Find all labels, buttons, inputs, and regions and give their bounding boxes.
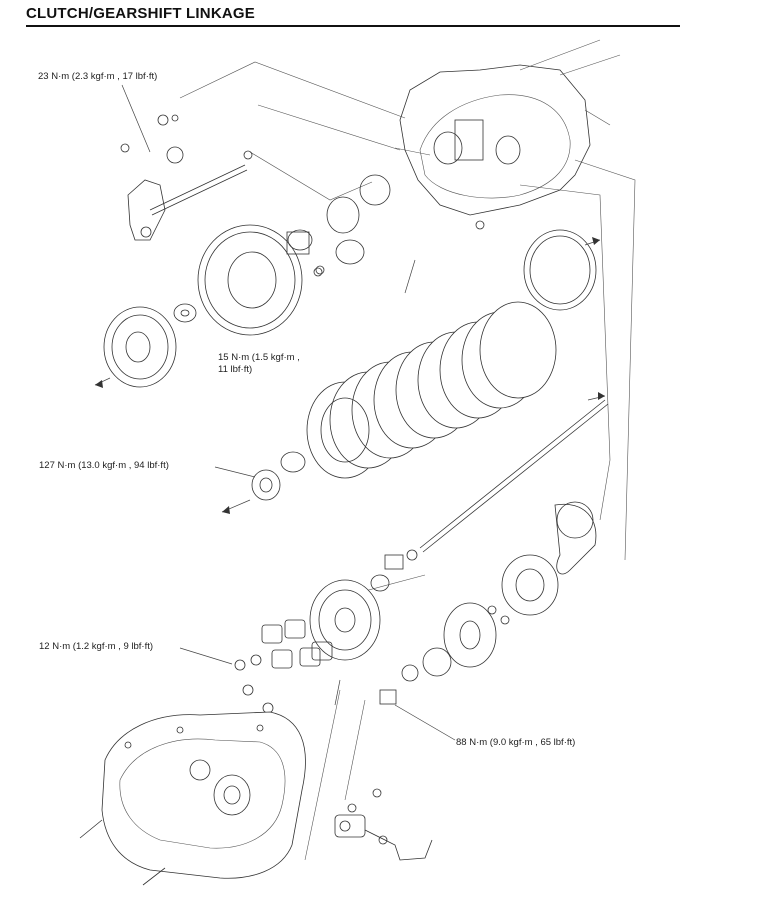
lock-nut bbox=[214, 451, 306, 513]
direction-arrows bbox=[95, 237, 606, 514]
torque-label-shift-plate: 23 N·m (2.3 kgf·m , 17 lbf·ft) bbox=[38, 71, 158, 82]
judder-ring bbox=[523, 229, 601, 311]
crankcase bbox=[399, 39, 621, 230]
shift-spindle bbox=[334, 788, 433, 861]
lifter-rod bbox=[384, 399, 609, 570]
torque-label-clutch-lock-nut: 127 N·m (13.0 kgf·m , 94 lbf·ft) bbox=[39, 460, 169, 471]
clutch-springs bbox=[179, 619, 333, 714]
torque-label-oil-pump-bolt-line2: 11 lbf·ft) bbox=[218, 364, 253, 375]
torque-label-primary-drive-bolt: 88 N·m (9.0 kgf·m , 65 lbf·ft) bbox=[456, 737, 576, 748]
crankcase-cover bbox=[79, 711, 306, 886]
header-rule bbox=[26, 25, 680, 27]
clutch-plates bbox=[306, 259, 557, 479]
torque-label-oil-pump-bolt-line1: 15 N·m (1.5 kgf·m , bbox=[218, 352, 300, 363]
page-title: CLUTCH/GEARSHIFT LINKAGE bbox=[26, 5, 255, 22]
gearshift-linkage bbox=[120, 84, 253, 241]
drive-gears bbox=[379, 501, 597, 741]
oil-pump-drive bbox=[286, 174, 391, 275]
torque-label-clutch-spring-bolt: 12 N·m (1.2 kgf·m , 9 lbf·ft) bbox=[39, 641, 154, 652]
clutch-outer bbox=[173, 224, 323, 336]
pressure-plate bbox=[309, 574, 390, 706]
clutch-center bbox=[94, 306, 177, 388]
